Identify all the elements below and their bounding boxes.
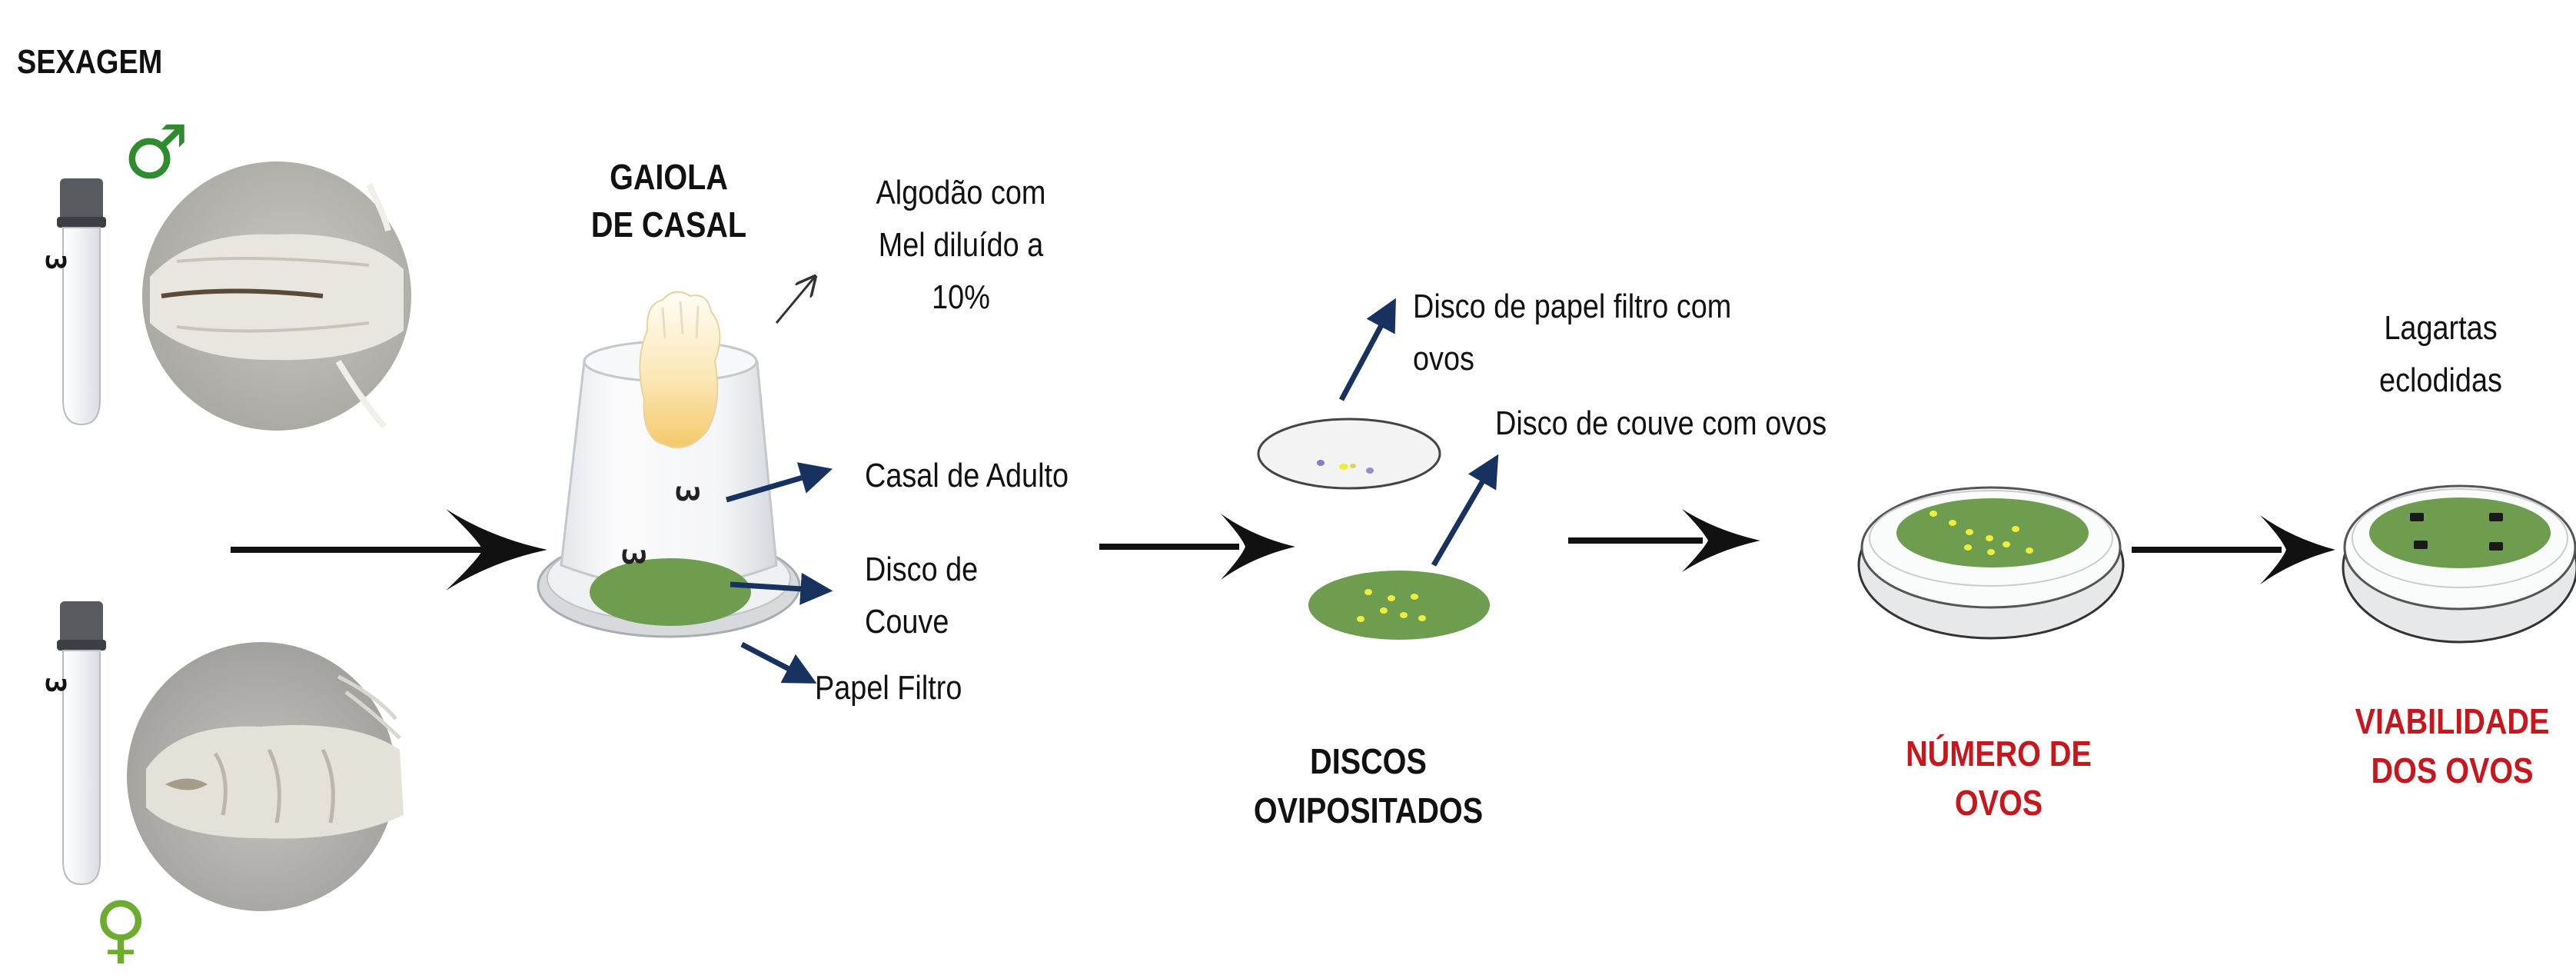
male-test-tube [57,178,106,426]
flow-arrow-1 [231,509,547,591]
kale-disc [1308,571,1490,640]
female-test-tube [57,601,106,886]
male-symbol: ♂ [123,109,190,195]
flow-arrow-3 [1568,509,1760,572]
larvae-label-line1: Lagartas [2384,309,2498,347]
flow-arrow-2 [1099,514,1295,580]
filter-paper-disc [1257,418,1441,490]
kale-label-line1: Disco de [865,551,979,588]
adult-pointer-arrow [726,462,833,503]
viability-petri-dish [2342,484,2576,644]
female-symbol: ♀ [94,886,148,972]
cage-title-line1: GAIOLA [610,157,728,197]
flow-arrow-4 [2132,515,2335,584]
egg-count-title-line2: OVOS [1954,783,2043,823]
filter-label: Papel Filtro [815,669,962,707]
cup-mark-2: 3 [669,484,704,503]
filter-disc-pointer-arrow [1338,298,1396,401]
cotton-label-line2: Mel diluído a [878,226,1044,264]
filter-disc-label-line2: ovos [1413,340,1474,378]
cage-title-line2: DE CASAL [590,205,747,245]
kale-disc-pointer-arrow [1431,454,1499,567]
female-pupa-photo [127,642,404,911]
adult-label: Casal de Adulto [865,457,1069,494]
filter-disc-label-line1: Disco de papel filtro com [1413,288,1732,325]
kale-label-line2: Couve [865,603,949,641]
viability-title-line1: VIABILIDADE [2355,701,2550,741]
cotton-pointer-arrow [775,277,815,324]
egg-count-petri-dish [1857,486,2125,640]
filter-pointer-arrow [740,641,817,684]
cup-mark: 3 [615,547,650,566]
female-tube-label: 3 [39,677,71,694]
egg-count-title-line1: NÚMERO DE [1906,734,2092,774]
discs-title-line1: DISCOS [1310,741,1427,781]
cotton-label-line1: Algodão com [876,174,1046,211]
honey-cotton [639,291,721,449]
kale-pointer-arrow [730,572,833,605]
discs-title-line2: OVIPOSITADOS [1253,790,1484,830]
viability-title-line2: DOS OVOS [2371,750,2534,790]
mating-cage: 3 3 [537,291,801,638]
male-tube-label: 3 [39,254,71,271]
larvae-label-line2: eclodidas [2379,361,2502,399]
male-pupa-photo [142,161,411,431]
cotton-label-line3: 10% [932,278,990,316]
diagram-title: SEXAGEM [17,43,163,81]
kale-disc-label: Disco de couve com ovos [1495,404,1827,442]
